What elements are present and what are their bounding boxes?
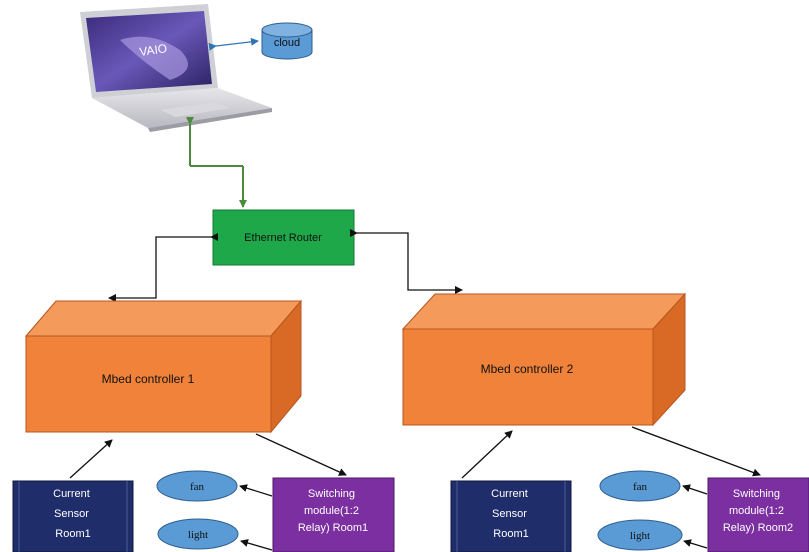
switch2-fan-link xyxy=(682,484,708,495)
light-node xyxy=(157,518,239,550)
switching-module-room2-box xyxy=(707,477,809,552)
switching-label-line: Relay) Room2 xyxy=(723,522,793,534)
light-label: light xyxy=(188,529,208,541)
sensor2-controller2-link xyxy=(461,430,513,479)
fan-node xyxy=(599,470,681,502)
sensor-label-line: Sensor xyxy=(54,508,89,520)
switching-label-line: module(1:2 xyxy=(304,505,359,517)
switching-module-room1-box xyxy=(272,477,395,552)
mbed-controller-2-label: Mbed controller 2 xyxy=(481,362,574,376)
current-sensor-room1-box xyxy=(12,480,134,552)
current-sensor-label: Current Sensor Room1 xyxy=(491,488,531,540)
sensor-label-line: Sensor xyxy=(492,508,527,520)
mbed-controller-2-box xyxy=(401,292,687,427)
light-label: light xyxy=(630,530,650,542)
switching-module-label: Switching module(1:2 Relay) Room1 xyxy=(298,488,368,534)
switching-module-label: Switching module(1:2 Relay) Room2 xyxy=(723,488,793,534)
cloud-database-icon xyxy=(261,22,313,60)
switching-label-line: module(1:2 xyxy=(729,505,784,517)
switch2-light-link xyxy=(683,539,708,549)
switch1-light-link xyxy=(240,539,273,551)
sensor-label-line: Room1 xyxy=(493,528,528,540)
current-sensor-room1-box xyxy=(450,480,572,552)
mbed-controller-1-label: Mbed controller 1 xyxy=(102,372,195,386)
sensor-label-line: Current xyxy=(491,488,528,500)
router-controller2-link xyxy=(350,229,463,294)
laptop-icon: VAIO xyxy=(80,4,272,132)
sensor-label-line: Room1 xyxy=(55,528,90,540)
switch1-fan-link xyxy=(239,484,273,497)
mbed-controller-1-box xyxy=(24,299,303,434)
sensor-label-line: Current xyxy=(53,488,90,500)
switching-label-line: Relay) Room1 xyxy=(298,522,368,534)
current-sensor-label: Current Sensor Room1 xyxy=(53,488,93,540)
fan-node xyxy=(156,470,238,502)
sensor1-controller1-link xyxy=(69,439,113,479)
fan-label: fan xyxy=(633,481,648,493)
laptop-cloud-link xyxy=(208,37,259,51)
ethernet-router-label: Ethernet Router xyxy=(244,232,322,244)
switching-label-line: Switching xyxy=(308,488,355,500)
controller2-switch2-link xyxy=(631,426,761,477)
light-node xyxy=(597,519,683,551)
laptop-brand-label: VAIO xyxy=(138,41,167,59)
controller1-switch1-link xyxy=(255,433,347,476)
fan-label: fan xyxy=(190,481,205,493)
switching-label-line: Switching xyxy=(733,488,780,500)
cloud-label: cloud xyxy=(274,37,300,49)
router-controller1-link xyxy=(108,233,218,302)
